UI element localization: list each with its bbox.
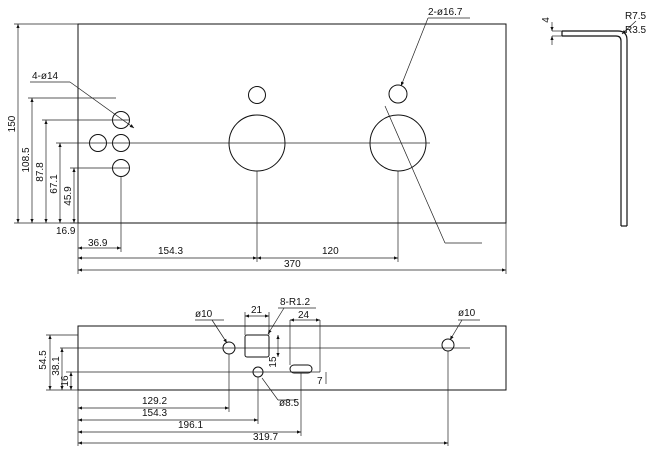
hole-right-label: ø10 bbox=[458, 308, 476, 319]
dim-16: 16 bbox=[60, 375, 71, 387]
dim-370: 370 bbox=[284, 259, 301, 270]
radius-inner: R3.5 bbox=[625, 25, 647, 36]
square-cutout bbox=[244, 334, 270, 358]
dim-87-8: 87.8 bbox=[35, 162, 46, 182]
hole-center-top bbox=[248, 86, 266, 104]
dim-154-3: 154.3 bbox=[158, 246, 183, 257]
top-plate-outline bbox=[77, 23, 507, 224]
dim-38-1: 38.1 bbox=[51, 356, 62, 376]
dim-150: 150 bbox=[7, 115, 18, 132]
dim-15: 15 bbox=[268, 356, 279, 368]
callout-4-holes: 4-ø14 bbox=[32, 71, 59, 82]
hole-right-top bbox=[388, 84, 408, 104]
dim-7: 7 bbox=[317, 376, 323, 387]
top-view: 150 108.5 87.8 67.1 45.9 16.9 36.9 154.3… bbox=[7, 7, 507, 274]
dim-thickness-4: 4 bbox=[541, 17, 552, 23]
callout-2-holes: 2-ø16.7 bbox=[428, 7, 463, 18]
bracket-profile-outer bbox=[562, 30, 628, 226]
dim-36-9: 36.9 bbox=[88, 238, 108, 249]
dim-319-7: 319.7 bbox=[253, 432, 278, 443]
dim-67-1: 67.1 bbox=[49, 174, 60, 194]
dim-45-9: 45.9 bbox=[63, 186, 74, 206]
side-view: 4 R7.5 R3.5 bbox=[541, 11, 647, 227]
bottom-plate-outline bbox=[77, 325, 507, 391]
dim-154-3-b: 154.3 bbox=[142, 408, 167, 419]
dim-129-2: 129.2 bbox=[142, 396, 167, 407]
bottom-view: 54.5 38.1 16 21 24 8-R1.2 15 7 ø10 ø10 ø… bbox=[38, 297, 507, 446]
hole-left-label: ø10 bbox=[195, 309, 213, 320]
dim-120: 120 bbox=[322, 246, 339, 257]
dim-196-1: 196.1 bbox=[178, 420, 203, 431]
dim-24: 24 bbox=[298, 310, 310, 321]
bracket-profile-inner bbox=[562, 35, 622, 226]
hole-small-label: ø8.5 bbox=[279, 398, 299, 409]
dim-54-5: 54.5 bbox=[38, 350, 49, 370]
dim-108-5: 108.5 bbox=[21, 147, 32, 172]
callout-8-r1-2: 8-R1.2 bbox=[280, 297, 310, 308]
radius-outer: R7.5 bbox=[625, 11, 647, 22]
hole-bottom-right bbox=[441, 338, 455, 352]
dim-16-9: 16.9 bbox=[56, 226, 76, 237]
dim-21: 21 bbox=[251, 305, 263, 316]
